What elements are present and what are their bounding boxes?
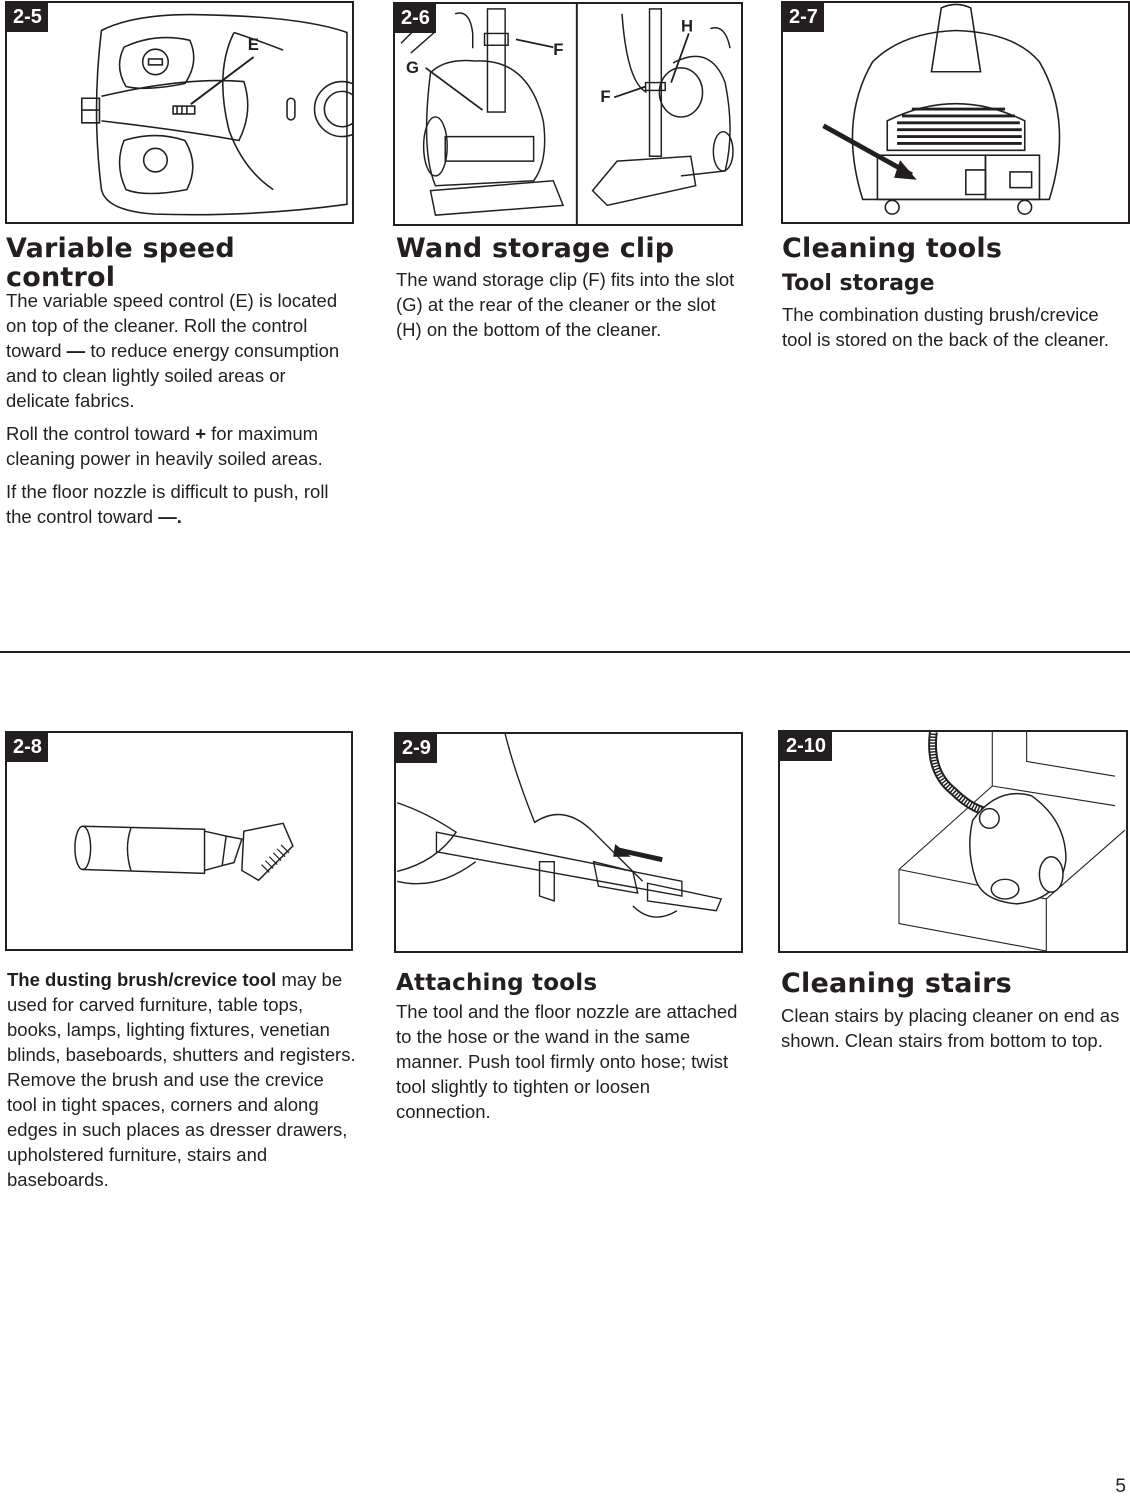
dusting-brush-body: The dusting brush/crevice tool may be us…	[7, 969, 356, 1190]
subheading-tool-storage: Tool storage	[782, 271, 935, 296]
figure-2-7-tool-storage: 2-7	[781, 1, 1130, 224]
dusting-brush-lead: The dusting brush/crevice tool	[7, 969, 277, 990]
attaching-tools-illustration	[396, 734, 723, 918]
figure-2-10-cleaning-stairs: 2-10	[778, 730, 1128, 953]
callout-g: G	[406, 58, 419, 77]
wand-storage-body: The wand storage clip (F) fits into the …	[396, 269, 735, 340]
figure-label: 2-5	[7, 3, 48, 32]
crevice-tool-brush-illustration	[74, 822, 294, 882]
figure-label: 2-7	[783, 3, 824, 32]
heading-cleaning-stairs: Cleaning stairs	[781, 968, 1012, 999]
figure-label: 2-6	[395, 4, 436, 33]
heading-attaching-tools: Attaching tools	[396, 970, 598, 996]
vacuum-top-view-illustration: E	[80, 13, 352, 216]
section-divider	[0, 651, 1130, 653]
figure-label: 2-10	[780, 732, 833, 761]
wand-storage-illustration: F G H F	[400, 4, 734, 224]
cleaning-stairs-illustration	[898, 732, 1126, 951]
heading-wand-storage-clip: Wand storage clip	[396, 233, 675, 264]
figure-2-9-attaching-tools: 2-9	[394, 732, 743, 953]
vacuum-rear-view-illustration	[822, 3, 1061, 215]
figure-2-8-dusting-brush: 2-8	[5, 731, 353, 951]
callout-f-right: F	[600, 87, 610, 106]
attaching-tools-body: The tool and the floor nozzle are attach…	[396, 1001, 738, 1122]
figure-label: 2-8	[7, 733, 48, 762]
figure-2-5-speed-control: 2-5 E	[5, 1, 354, 224]
heading-cleaning-tools: Cleaning tools	[782, 233, 1003, 264]
callout-h: H	[681, 17, 693, 36]
callout-e: E	[248, 35, 259, 54]
figure-label: 2-9	[396, 734, 437, 763]
cleaning-stairs-body: Clean stairs by placing cleaner on end a…	[781, 1005, 1120, 1051]
figure-2-6-wand-storage: 2-6 F G H F	[393, 2, 743, 226]
heading-variable-speed-control: Variable speed control	[6, 233, 235, 293]
callout-f-left: F	[553, 40, 563, 59]
variable-speed-body: The variable speed control (E) is locate…	[6, 290, 340, 527]
tool-storage-body: The combination dusting brush/crevice to…	[782, 304, 1110, 350]
page-number: 5	[1115, 1476, 1126, 1497]
